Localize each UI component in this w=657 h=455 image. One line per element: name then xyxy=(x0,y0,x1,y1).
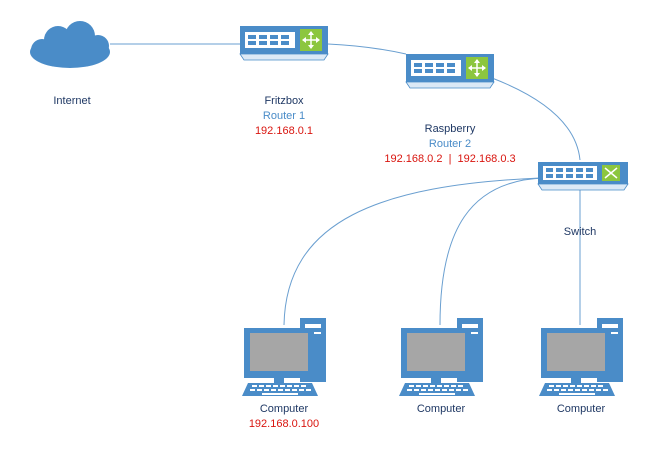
router1-name: Fritzbox xyxy=(264,95,304,107)
computer2-name: Computer xyxy=(417,403,466,415)
computer1-name: Computer xyxy=(260,403,309,415)
link-switch-computer1 xyxy=(283,177,541,326)
router2-name: Raspberry xyxy=(425,123,476,135)
link-router2-switch xyxy=(491,77,581,161)
router-icon xyxy=(239,25,329,61)
cloud-icon xyxy=(30,21,110,68)
computer-icon xyxy=(539,318,623,396)
internet-node: Internet xyxy=(30,21,110,107)
link-switch-computer2 xyxy=(439,177,546,326)
computer3-name: Computer xyxy=(557,403,606,415)
router1-role: Router 1 xyxy=(263,110,305,122)
router2-ip: 192.168.0.2 | 192.168.0.3 xyxy=(384,153,515,165)
switch-label: Switch xyxy=(564,226,596,238)
computer-icon xyxy=(242,318,326,396)
computer2-node: Computer xyxy=(399,318,483,415)
router2-node: Raspberry Router 2 192.168.0.2 | 192.168… xyxy=(384,53,516,165)
switch-node: Switch xyxy=(537,161,629,238)
router-icon xyxy=(405,53,495,89)
computer1-node: Computer 192.168.0.100 xyxy=(242,318,326,430)
internet-label: Internet xyxy=(53,95,90,107)
router1-node: Fritzbox Router 1 192.168.0.1 xyxy=(239,25,329,137)
router1-ip: 192.168.0.1 xyxy=(255,125,313,137)
computer-icon xyxy=(399,318,483,396)
computer1-ip: 192.168.0.100 xyxy=(249,418,319,430)
computer3-node: Computer xyxy=(539,318,623,415)
router2-role: Router 2 xyxy=(429,138,471,150)
switch-icon xyxy=(537,161,629,191)
link-router1-router2 xyxy=(327,43,407,55)
links xyxy=(110,43,581,326)
